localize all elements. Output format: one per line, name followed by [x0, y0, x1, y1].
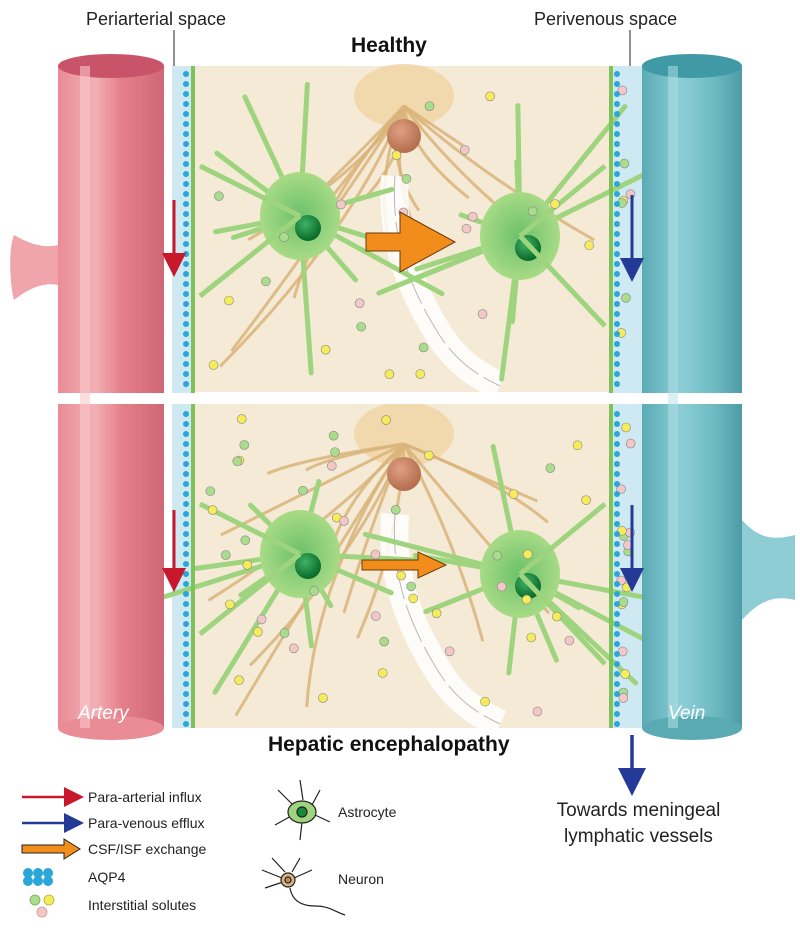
legend-astrocyte: Astrocyte	[338, 804, 397, 820]
artery-vessel	[10, 54, 164, 740]
vein-vessel	[642, 54, 795, 740]
legend-para-arterial: Para-arterial influx	[88, 789, 202, 805]
aqp4-icon	[23, 868, 53, 886]
periarterial-space-label: Periarterial space	[86, 9, 227, 29]
csf-isf-exchange-arrows	[361, 211, 457, 579]
panel-divider	[0, 393, 800, 404]
healthy-title: Healthy	[351, 34, 427, 57]
hepatic-encephalopathy-title: Hepatic encephalopathy	[268, 733, 510, 756]
towards-label-line2: lymphatic vessels	[564, 826, 713, 847]
neuron-icon	[261, 857, 346, 916]
towards-label-line1: Towards meningeal	[556, 800, 721, 821]
perivenous-space-label: Perivenous space	[534, 9, 678, 29]
legend-para-venous: Para-venous efflux	[88, 815, 205, 831]
legend-exchange: CSF/ISF exchange	[88, 841, 207, 857]
artery-label: Artery	[78, 703, 129, 724]
vein-label: Vein	[668, 703, 706, 724]
legend-aqp4: AQP4	[88, 869, 126, 885]
astrocyte-icon	[274, 779, 331, 841]
legend-neuron: Neuron	[338, 871, 384, 887]
legend-graphics	[21, 779, 346, 918]
arrow-exchange-icon	[21, 838, 81, 860]
legend-solutes: Interstitial solutes	[88, 897, 197, 913]
solute-icon	[29, 894, 55, 918]
